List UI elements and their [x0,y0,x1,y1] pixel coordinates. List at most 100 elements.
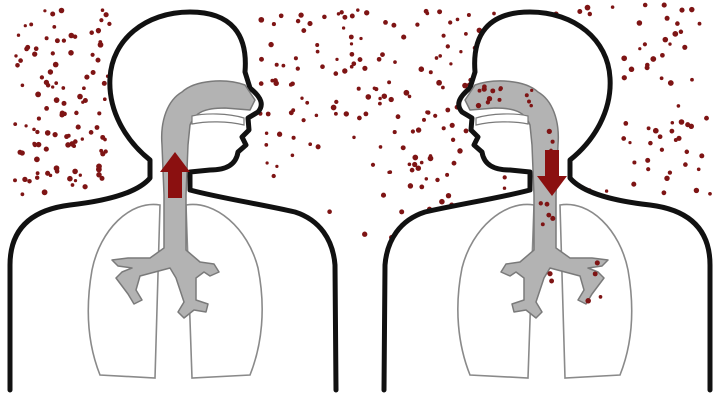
particle [467,13,471,17]
particle [35,92,41,98]
particle [446,44,450,48]
particle [279,13,284,18]
particle [457,148,462,153]
particle [308,142,312,146]
particle [45,171,50,176]
particle [96,29,100,33]
particle [670,130,673,133]
particle [382,93,387,98]
particle [690,78,694,82]
particle [623,121,628,126]
particle [53,62,59,68]
particle [54,97,60,103]
particle [448,20,452,24]
particle [24,47,29,52]
particle [425,177,428,180]
particle [34,157,40,163]
particle [43,9,46,12]
particle [689,124,694,129]
inhaled-particle [539,201,543,205]
particle [674,138,678,142]
particle [350,42,353,45]
particle [51,51,55,55]
particle [27,179,32,184]
particle [327,209,332,214]
particle [32,51,37,56]
particle [259,57,264,62]
particle [437,9,442,14]
particle [503,186,506,189]
particle [408,162,412,166]
particle [665,16,670,21]
particle [357,87,361,91]
particle [404,90,410,96]
particle [378,102,382,106]
particle [428,156,434,162]
particle [46,83,51,88]
particle [91,70,96,75]
particle [84,75,89,80]
particle [683,162,688,167]
particle [24,124,27,127]
particle [645,63,650,68]
particle [632,160,636,164]
particle [350,65,354,69]
particle [682,45,687,50]
particle [415,22,419,26]
particle [611,5,615,9]
inhaled-particle [595,260,600,265]
particle [264,143,268,147]
particle [646,167,650,171]
particle [605,189,608,192]
particle [302,118,306,122]
particle [307,21,312,26]
particle [76,125,81,130]
particle [71,183,75,187]
particle [52,132,57,137]
particle [675,21,680,26]
particle [52,25,56,29]
particle [435,56,439,60]
inhaled-particle [541,222,545,226]
particle [89,130,94,135]
particle [320,64,325,69]
particle [621,55,627,61]
particle [464,128,469,133]
particle [396,114,401,119]
particle [647,126,651,130]
particle [424,9,429,14]
particle [72,169,78,175]
particle [21,192,25,196]
person-left [10,12,336,390]
particle [91,53,95,57]
particle [98,40,102,44]
particle [74,179,77,182]
particle [32,142,36,146]
particle [663,37,669,43]
particle [350,14,355,19]
particle [301,28,306,33]
particle [36,142,42,148]
particle [268,42,273,47]
particle [315,43,319,47]
inhaled-particle [545,202,550,207]
particle [322,15,327,20]
particle [266,112,271,117]
particle [45,130,51,136]
particle [74,111,78,115]
particle [377,57,382,62]
particle [689,7,694,12]
particle [335,58,338,61]
inhaled-particle [525,93,529,97]
particle [22,177,27,182]
particle [296,66,300,70]
particle [50,12,55,17]
particle [42,189,48,195]
particle [96,164,102,170]
particle [290,82,295,87]
inhaled-particle [547,129,552,134]
particle [459,50,462,53]
particle [61,86,65,90]
